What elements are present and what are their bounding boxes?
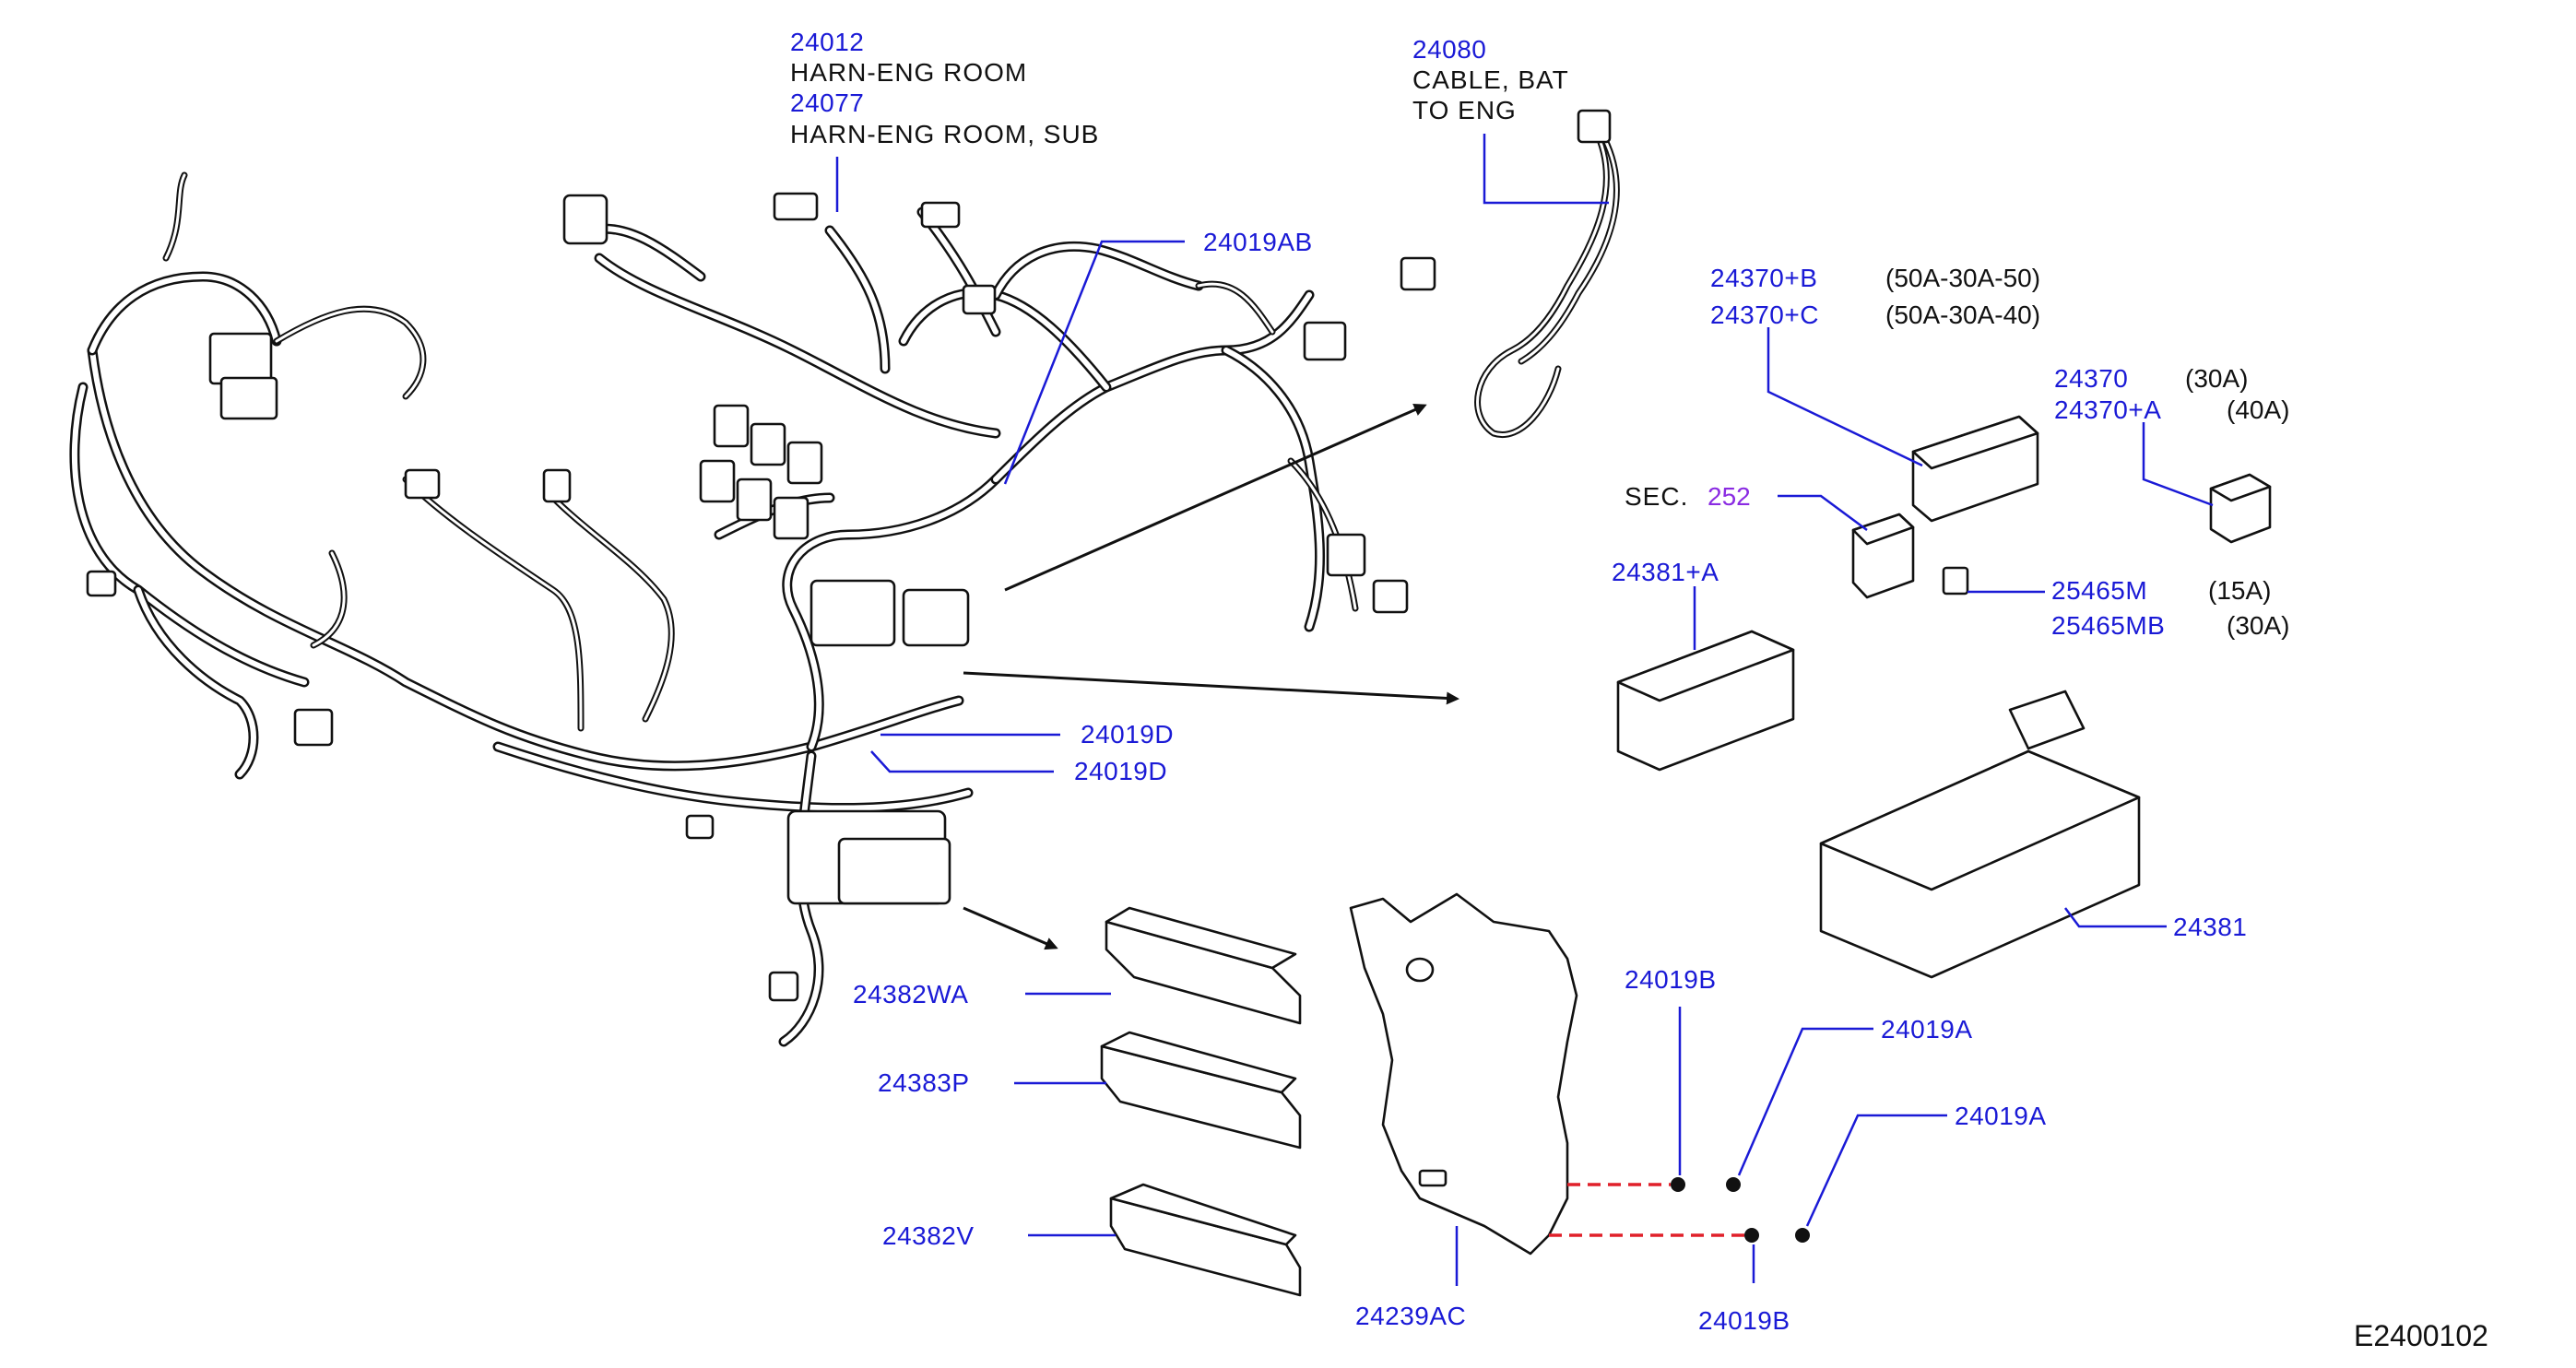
clip-24019a-upper[interactable]: [1726, 1177, 1741, 1192]
fuse-box-block-illustration[interactable]: [1100, 1031, 1302, 1150]
leader-clip-a2: [1805, 1114, 1947, 1227]
leader-clip-a1: [1737, 1027, 1873, 1176]
fuse-box-base-illustration[interactable]: [1109, 1183, 1302, 1297]
label-sec-number[interactable]: 252: [1707, 482, 1751, 511]
label-clip-ab-pn[interactable]: 24019AB: [1203, 228, 1313, 256]
bracket-illustration[interactable]: [1349, 892, 1578, 1256]
label-fuse-30b-pn[interactable]: 25465MB: [2051, 611, 2165, 640]
label-fuse-15-pn[interactable]: 25465M: [2051, 576, 2147, 605]
label-clip-b2-pn[interactable]: 24019B: [1698, 1306, 1790, 1335]
label-cable-bat-desc-2: TO ENG: [1412, 96, 1517, 124]
label-harn-eng-room-pn[interactable]: 24012: [790, 28, 864, 56]
label-clip-a2-pn[interactable]: 24019A: [1955, 1102, 2047, 1130]
fuse-box-cover-illustration[interactable]: [1105, 906, 1302, 1025]
label-fuse-b-pn[interactable]: 24370+B: [1710, 264, 1817, 292]
fusible-link-50a-illustration[interactable]: [1911, 415, 2039, 523]
leader-fuse-b: [1767, 327, 1923, 467]
label-clip-d1-pn[interactable]: 24019D: [1081, 720, 1174, 749]
label-fuse-30-spec: (30A): [2185, 364, 2248, 393]
label-harn-eng-room-sub-pn[interactable]: 24077: [790, 88, 864, 117]
leader-cable-bat: [1483, 134, 1609, 205]
label-cable-bat-pn[interactable]: 24080: [1412, 35, 1486, 64]
label-fuse-c-pn[interactable]: 24370+C: [1710, 301, 1819, 329]
leader-sec: [1778, 494, 1868, 532]
label-fuse-30b-spec: (30A): [2227, 611, 2289, 640]
leader-fuse-block: [2064, 907, 2167, 928]
fuse-block-illustration[interactable]: [1819, 690, 2141, 979]
label-bracket-pn[interactable]: 24239AC: [1355, 1302, 1466, 1330]
label-block-pn[interactable]: 24383P: [878, 1068, 970, 1097]
label-cable-bat-desc-1: CABLE, BAT: [1412, 65, 1569, 94]
label-sec-prefix: SEC.: [1625, 482, 1688, 511]
relay-box-illustration[interactable]: [1616, 630, 1795, 772]
mini-fuse-illustration[interactable]: [1942, 566, 1969, 596]
label-fuse-block-pn[interactable]: 24381: [2173, 913, 2247, 941]
label-cover-pn[interactable]: 24382WA: [853, 980, 968, 1008]
relay-illustration[interactable]: [1851, 513, 1915, 599]
leader-clip-d2: [870, 750, 1054, 773]
arrow-to-relay-box: [963, 671, 1459, 705]
arrow-to-fuse-parts: [1004, 404, 1427, 592]
clip-24019b-upper[interactable]: [1671, 1177, 1685, 1192]
engine-room-harness-illustration[interactable]: [69, 171, 1436, 1047]
label-fuse-40-spec: (40A): [2227, 395, 2289, 424]
label-base-pn[interactable]: 24382V: [882, 1221, 975, 1250]
label-fuse-c-spec: (50A-30A-40): [1885, 301, 2040, 329]
label-clip-b1-pn[interactable]: 24019B: [1625, 965, 1717, 994]
label-fuse-40-pn[interactable]: 24370+A: [2054, 395, 2161, 424]
leader-fuse-30: [2142, 422, 2214, 507]
diagram-code: E2400102: [2354, 1319, 2488, 1352]
label-fuse-30-pn[interactable]: 24370: [2054, 364, 2128, 393]
label-fuse-15-spec: (15A): [2208, 576, 2271, 605]
label-harn-eng-room-desc: HARN-ENG ROOM: [790, 58, 1027, 87]
label-relay-box-pn[interactable]: 24381+A: [1612, 558, 1719, 586]
leader-clip-ab: [1003, 240, 1185, 485]
label-harn-eng-room-sub-desc: HARN-ENG ROOM, SUB: [790, 120, 1099, 148]
clip-24019b-lower[interactable]: [1744, 1228, 1759, 1243]
label-clip-d2-pn[interactable]: 24019D: [1074, 757, 1167, 785]
arrow-to-fuse-box: [963, 906, 1058, 950]
label-clip-a1-pn[interactable]: 24019A: [1881, 1015, 1973, 1044]
clip-24019a-lower[interactable]: [1795, 1228, 1810, 1243]
fusible-link-30a-illustration[interactable]: [2209, 473, 2272, 544]
battery-cable-illustration[interactable]: [1474, 109, 1620, 438]
label-fuse-b-spec: (50A-30A-50): [1885, 264, 2040, 292]
